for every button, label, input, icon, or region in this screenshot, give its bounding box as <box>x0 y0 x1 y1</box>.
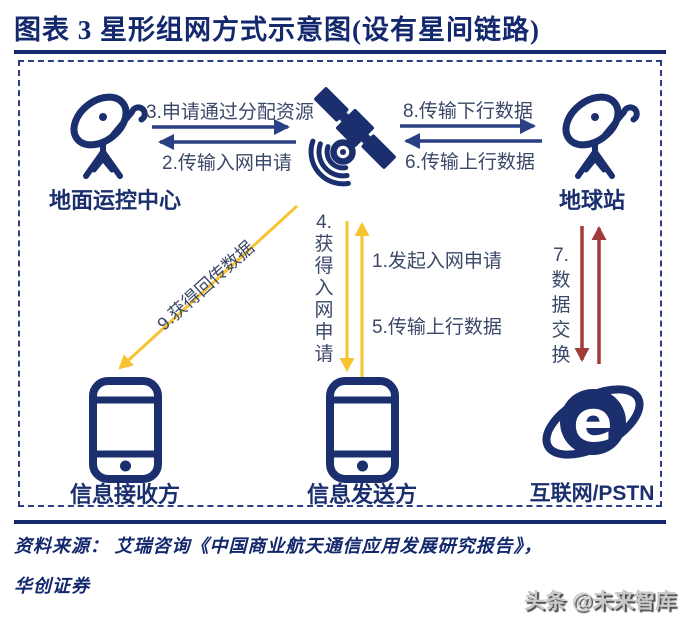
node-label-earth-station: 地球站 <box>558 188 625 213</box>
satellite-dish-icon <box>562 93 640 179</box>
diagram-dashed-border <box>18 60 662 507</box>
node-label-ground-control: 地面运控中心 <box>48 188 181 213</box>
flow-label-3: 3.申请通过分配资源 <box>146 102 314 123</box>
footer-rule <box>14 520 666 524</box>
flow-label-4: 4.获得入网申请 <box>314 212 334 365</box>
satellite-icon <box>308 87 396 187</box>
internet-explorer-e-icon: e <box>542 385 644 459</box>
flow-label-6: 6.传输上行数据 <box>405 152 535 173</box>
figure-title: 图表 3 星形组网方式示意图(设有星间链路) <box>14 15 540 45</box>
smartphone-icon <box>89 377 162 483</box>
node-label-internet: 互联网/PSTN <box>529 482 655 505</box>
source-line-1: 资料来源： 艾瑞咨询《中国商业航天通信应用发展研究报告》， <box>14 536 543 556</box>
node-label-receiver: 信息接收方 <box>69 482 180 507</box>
flow-label-8: 8.传输下行数据 <box>403 101 533 122</box>
smartphone-icon <box>326 377 399 483</box>
source-line-2: 华创证券 <box>14 576 90 596</box>
flow-label-1: 1.发起入网申请 <box>372 251 502 272</box>
node-label-sender: 信息发送方 <box>306 482 417 507</box>
title-underline <box>14 50 666 54</box>
flow-label-5: 5.传输上行数据 <box>372 317 502 338</box>
watermark-badge: 头条 @未来智库 <box>524 590 677 613</box>
satellite-dish-icon <box>70 93 148 179</box>
svg-text:e: e <box>573 387 612 455</box>
flow-label-2: 2.传输入网申请 <box>162 153 292 174</box>
flow-label-7: 7.数据交换 <box>551 245 571 366</box>
